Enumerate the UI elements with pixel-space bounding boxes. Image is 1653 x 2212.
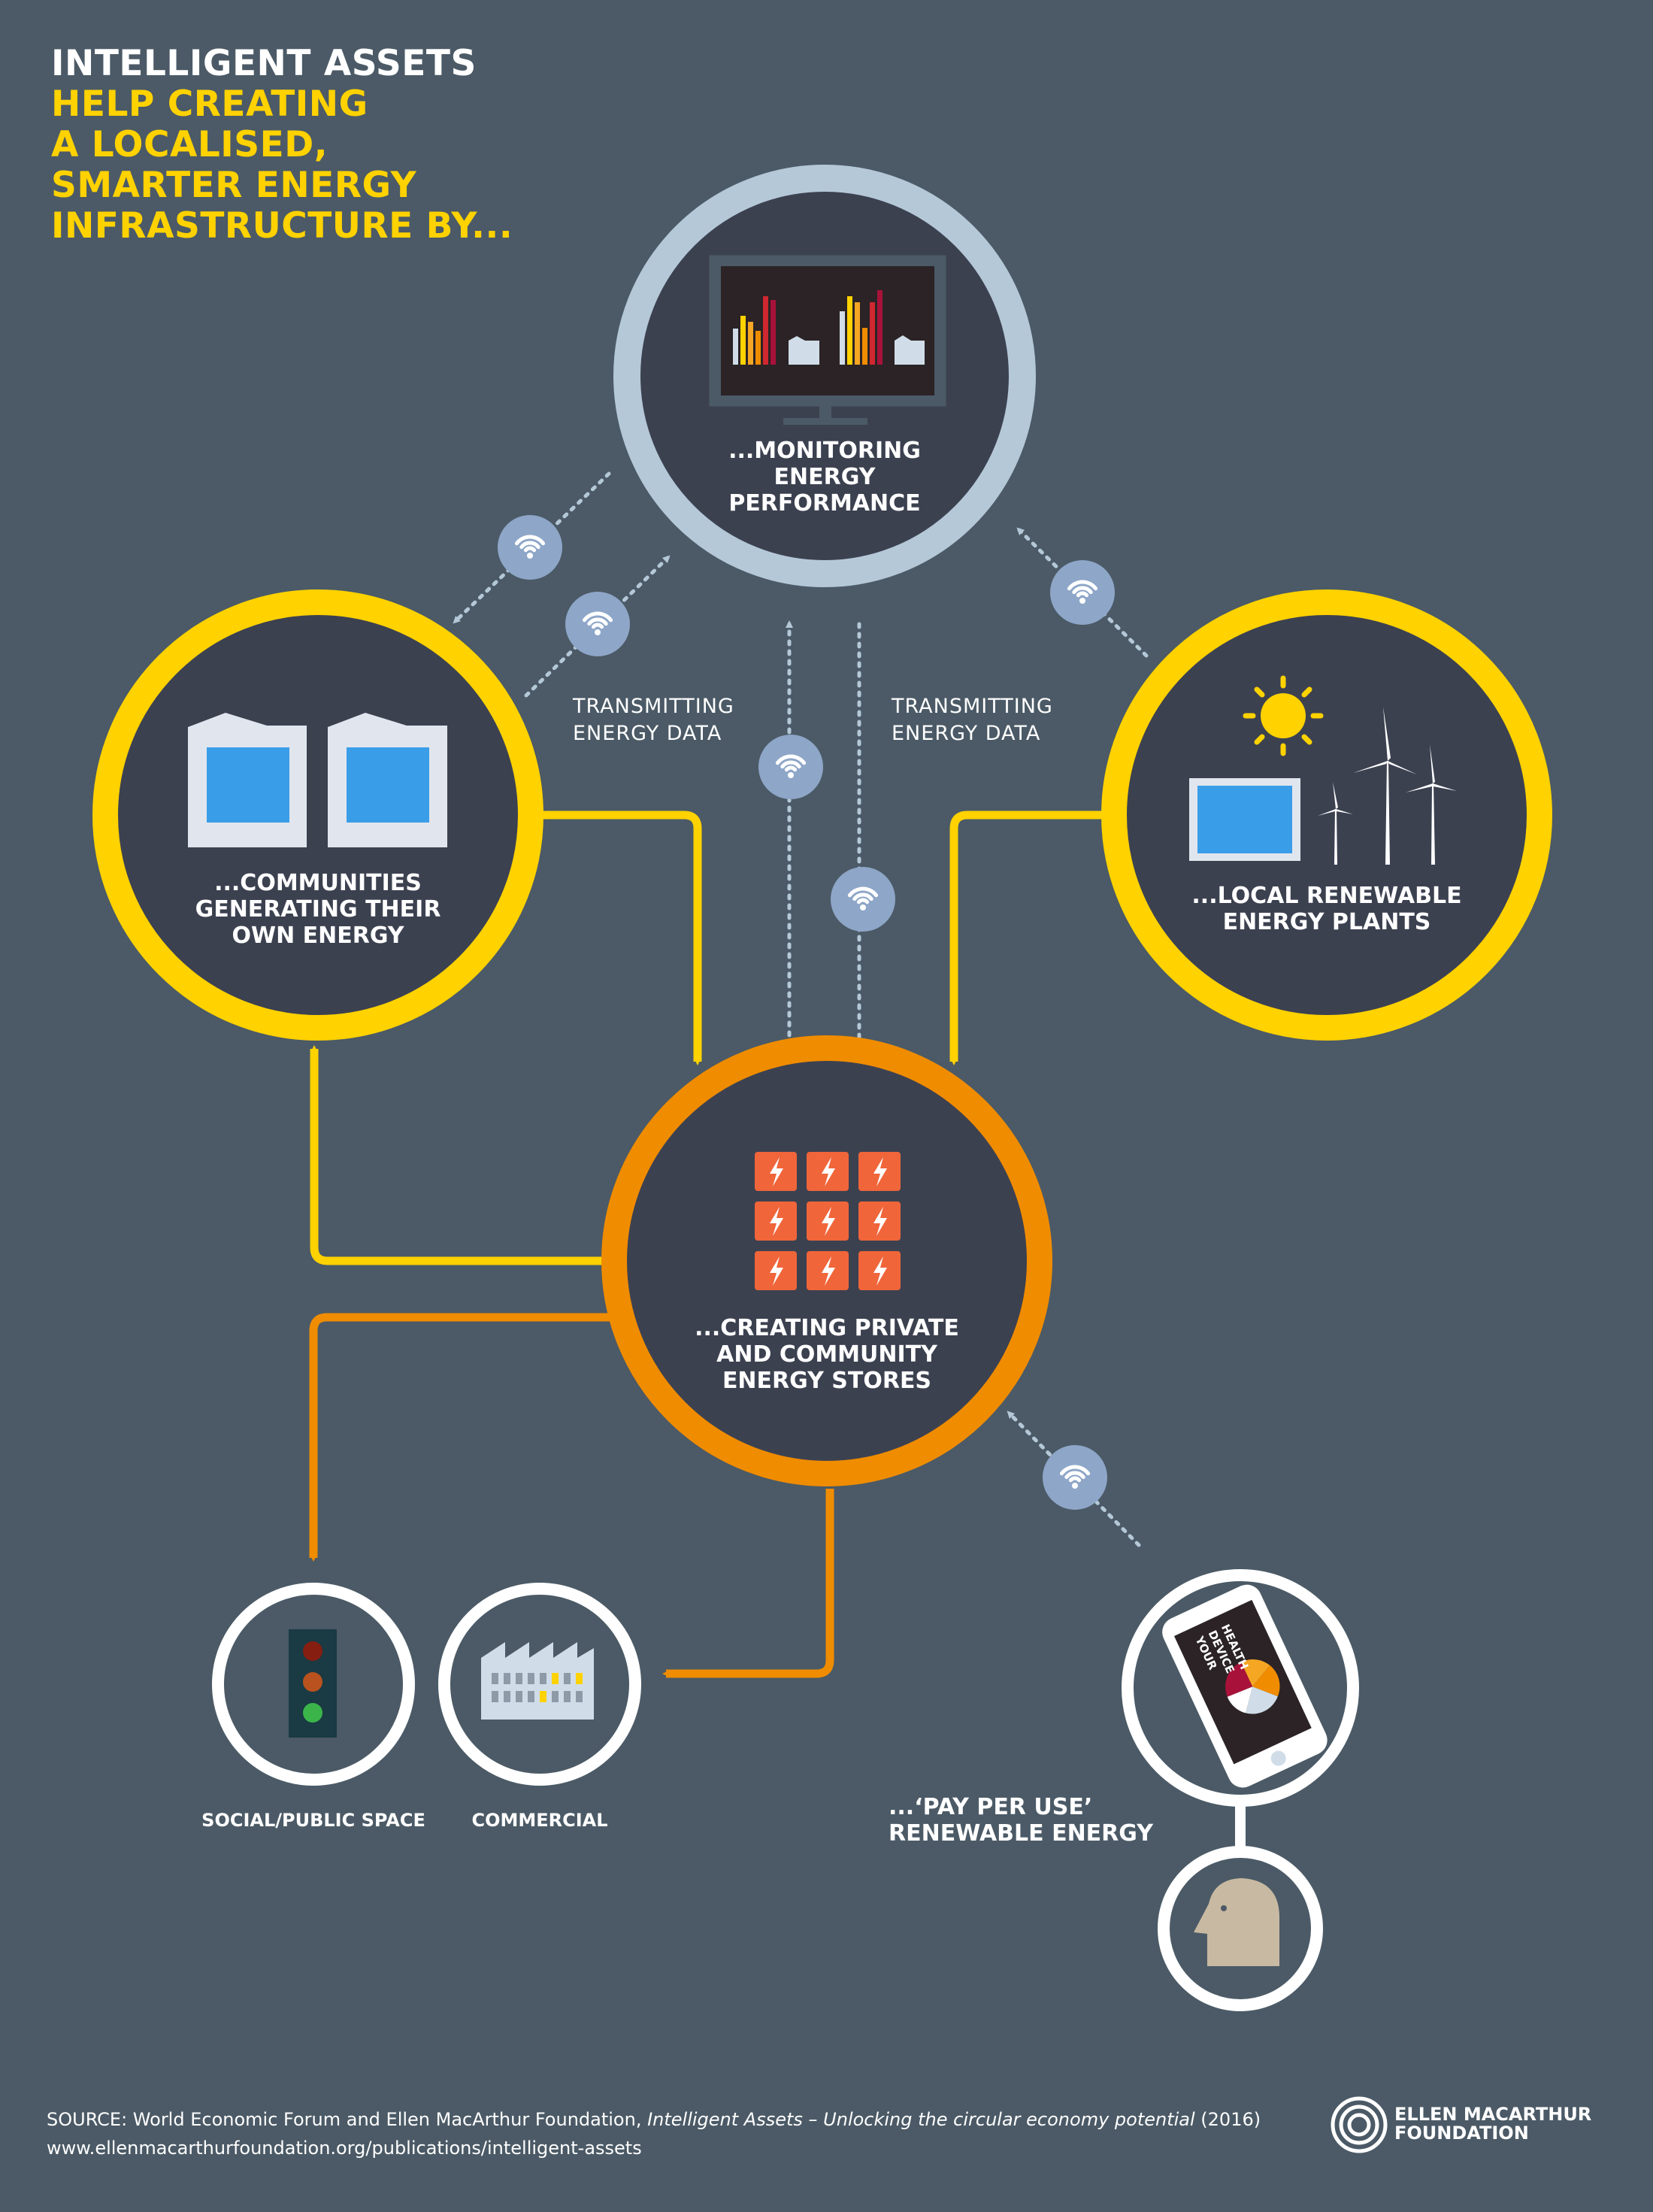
title-line-4: SMARTER ENERGY [51,165,417,206]
factory-window [528,1673,534,1684]
node-renewable [1101,589,1552,1041]
factory-window [492,1691,498,1702]
factory-window [540,1691,546,1702]
commercial-label: COMMERCIAL [471,1810,608,1831]
flow-stores-to-social [309,1313,613,1562]
transmitting-data-right: TRANSMITTING ENERGY DATA [892,695,1053,745]
factory-window [516,1673,522,1684]
node-communities-ring [92,589,543,1041]
wifi-icon [1050,560,1115,625]
node-stores [601,1035,1052,1486]
battery-grid-icon [755,1152,901,1290]
wifi-icon [498,515,562,580]
communities-label: ...COMMUNITIES GENERATING THEIR OWN ENER… [195,870,441,949]
title-line-3: A LOCALISED, [51,124,328,165]
title-block: INTELLIGENT ASSETS HELP CREATING A LOCAL… [51,44,513,247]
node-payperuse: YOUR DEVICE HEALTH [1122,1569,1359,2011]
battery-cell-icon [807,1251,849,1290]
foundation-logo-text: ELLEN MACARTHUR FOUNDATION [1394,2104,1592,2144]
battery-cell-icon [755,1251,797,1290]
title-line-5: INFRASTRUCTURE BY... [51,205,513,247]
pie-chart-icon [1225,1659,1280,1714]
wifi-icon [831,867,895,932]
title-line-2: HELP CREATING [51,83,368,125]
flow-stores-to-commercial [662,1489,834,1678]
energy-flows [309,811,1113,1678]
battery-cell-icon [807,1152,849,1191]
solar-house-icon [188,713,447,847]
factory-window [552,1691,559,1702]
user-head-icon [1194,1878,1279,1966]
source-note: SOURCE: World Economic Forum and Ellen M… [47,2105,1261,2162]
source-publication: Intelligent Assets – Unlocking the circu… [647,2109,1195,2130]
flow-renewable-to-stores [949,811,1113,1065]
factory-window [492,1673,498,1684]
monitoring-label: ...MONITORING ENERGY PERFORMANCE [728,438,921,517]
factory-window [540,1673,546,1684]
wifi-icon [565,592,630,656]
bar-chart-icon [733,290,925,365]
node-communities [92,589,543,1041]
foundation-logo-mark [1331,2096,1388,2153]
wifi-badges [498,515,1115,1510]
factory-window [564,1673,571,1684]
factory-window [564,1691,571,1702]
stores-label: ...CREATING PRIVATE AND COMMUNITY ENERGY… [695,1315,959,1394]
factory-window [552,1673,559,1684]
wind-turbine-icon [1318,707,1457,865]
factory-icon [481,1642,594,1720]
factory-window [516,1691,522,1702]
node-commercial [438,1583,641,1786]
factory-window [576,1673,583,1684]
battery-cell-icon [755,1201,797,1241]
factory-window [504,1691,510,1702]
node-monitoring [613,165,1036,587]
sun-icon [1243,675,1324,756]
factory-window [576,1691,583,1702]
wifi-icon [758,735,823,799]
battery-cell-icon [858,1152,901,1191]
transmitting-data-left: TRANSMITTING ENERGY DATA [573,695,734,745]
solar-panel-icon [1189,778,1300,861]
node-social [212,1583,415,1786]
battery-cell-icon [858,1251,901,1290]
flow-stores-to-communities [310,1045,615,1265]
social-label: SOCIAL/PUBLIC SPACE [201,1810,425,1831]
smartphone-icon: YOUR DEVICE HEALTH [1162,1584,1328,1788]
node-renewable-ring [1101,589,1552,1041]
battery-cell-icon [858,1201,901,1241]
traffic-light-icon [289,1629,337,1738]
source-url: www.ellenmacarthurfoundation.org/publica… [47,2138,642,2159]
battery-cell-icon [807,1201,849,1241]
factory-window [528,1691,534,1702]
monitor-icon [709,255,946,425]
renewable-label: ...LOCAL RENEWABLE ENERGY PLANTS [1191,883,1462,935]
title-line-1: INTELLIGENT ASSETS [51,43,477,84]
wifi-icon [1043,1445,1107,1510]
battery-cell-icon [755,1152,797,1191]
flow-communities-to-stores [531,811,702,1065]
payperuse-label: ...‘PAY PER USE’ RENEWABLE ENERGY [889,1794,1153,1847]
factory-window [504,1673,510,1684]
